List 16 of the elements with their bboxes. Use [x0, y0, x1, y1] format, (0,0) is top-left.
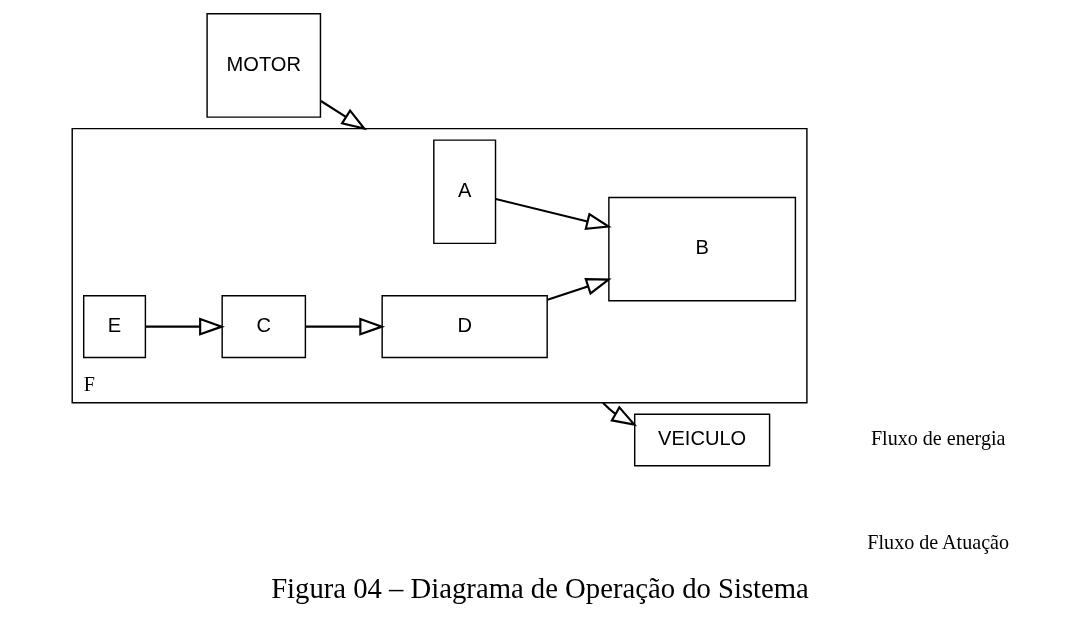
- node-box: B: [607, 196, 796, 302]
- legend-label: Fluxo de energia: [870, 427, 1005, 450]
- arrow: [145, 317, 225, 336]
- node-box: MOTOR: [205, 13, 321, 118]
- node-box: C: [220, 295, 306, 359]
- arrow: [305, 317, 385, 336]
- arrow: [319, 100, 367, 131]
- node-box: E: [82, 295, 146, 359]
- legend-label: Fluxo de Atuação: [866, 530, 1009, 553]
- arrow: [495, 197, 612, 230]
- arrow: [601, 401, 637, 427]
- node-box: VEICULO: [633, 413, 770, 467]
- caption: Figura 04 – Diagrama de Operação do Sistema: [270, 571, 809, 604]
- node-box: A: [432, 139, 496, 245]
- node-box: D: [380, 295, 548, 359]
- arrow: [546, 278, 612, 301]
